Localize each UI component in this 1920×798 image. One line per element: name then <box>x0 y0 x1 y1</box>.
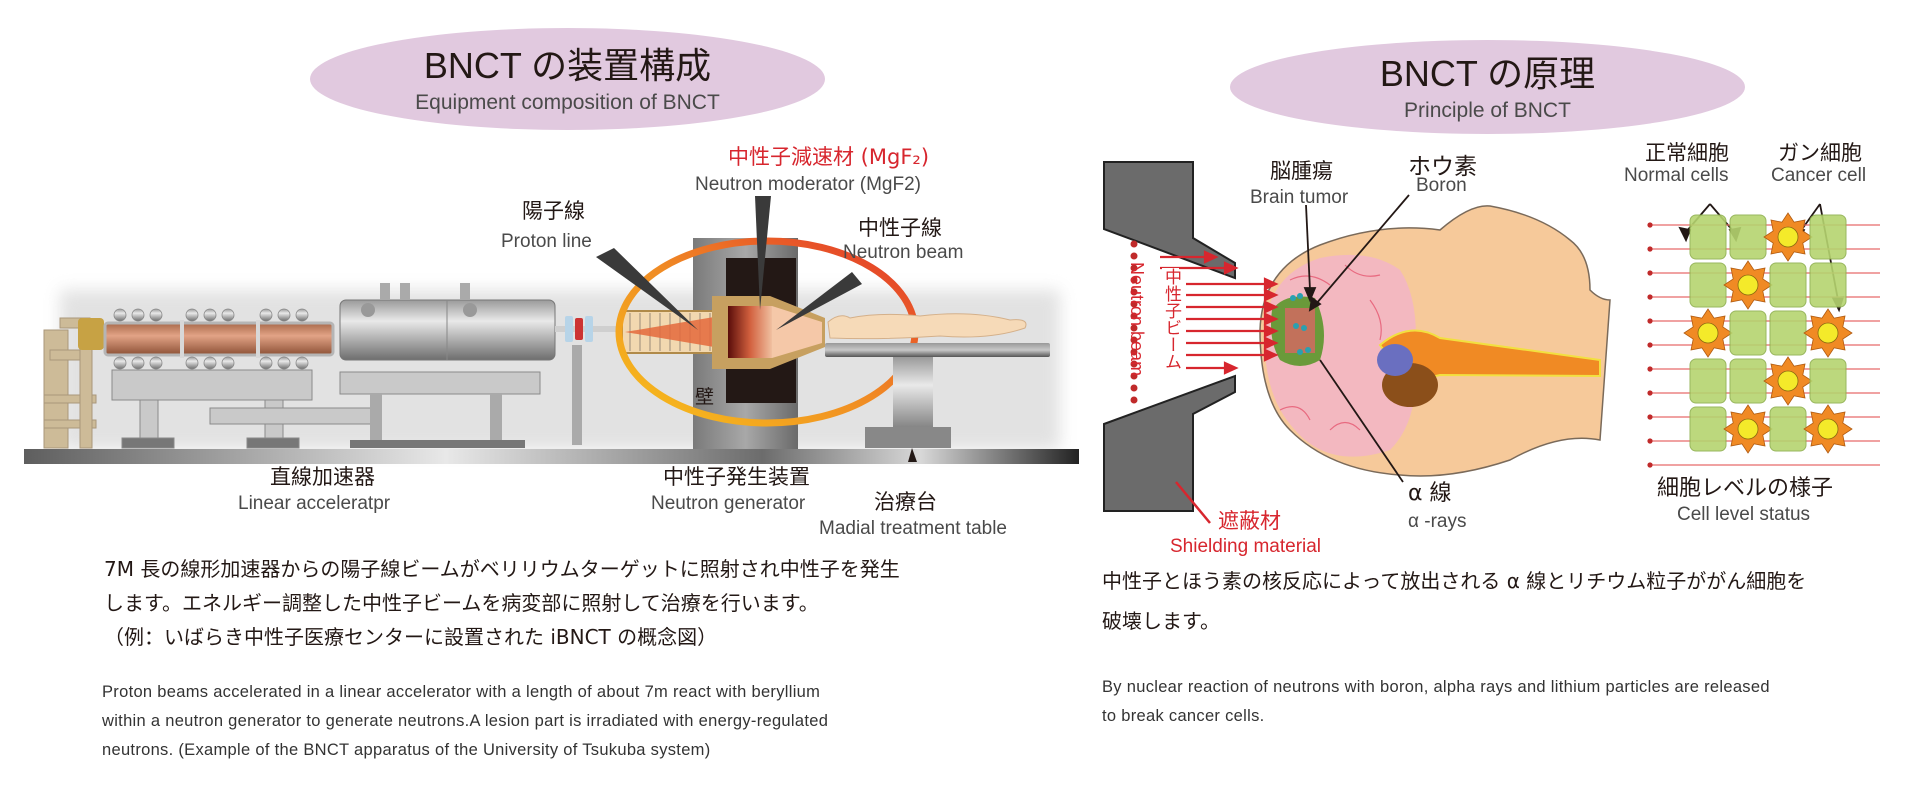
cancer-cell-nucleus <box>1777 226 1799 248</box>
left-header-subtitle: Equipment composition of BNCT <box>415 91 720 114</box>
normal-cells-label-en: Normal cells <box>1624 165 1729 186</box>
shielding-label-jp: 遮蔽材 <box>1218 509 1281 533</box>
brain-tumor-label-en: Brain tumor <box>1250 187 1349 208</box>
normal-cell <box>1809 214 1847 260</box>
normal-cell <box>1689 214 1727 260</box>
right-description-jp: 中性子とほう素の核反応によって放出される α 線とリチウム粒子ががん細胞を 破壊… <box>1102 561 1806 641</box>
left-description-jp-line: します。エネルギー調整した中性子ビームを病変部に照射して治療を行います。 <box>104 591 819 615</box>
normal-cell <box>1809 358 1847 404</box>
cancer-cell-nucleus <box>1777 370 1799 392</box>
neutron-beam-pointer <box>776 272 862 330</box>
proton-line-label-en: Proton line <box>501 231 592 252</box>
linear-accelerator-label-jp: 直線加速器 <box>270 465 375 489</box>
cell-beam-dot <box>1647 438 1653 444</box>
floor <box>24 449 1079 464</box>
beam-magnets <box>565 316 593 445</box>
cell-level-label-jp: 細胞レベルの様子 <box>1657 476 1834 501</box>
cell-beam-dot <box>1647 270 1653 276</box>
left-description-en-line: within a neutron generator to generate n… <box>102 712 829 730</box>
left-description-jp-line: （例：いばらき中性子医療センターに設置された iBNCT の概念図） <box>104 625 718 649</box>
right-description-en-line: to break cancer cells. <box>1102 707 1265 725</box>
moderator-pointer <box>755 196 771 310</box>
cell-beam-dot <box>1647 246 1653 252</box>
cancer-cell-label-en: Cancer cell <box>1771 165 1867 186</box>
normal-cell <box>1729 358 1767 404</box>
wall-label: 壁 <box>695 386 715 408</box>
normal-cell <box>1769 262 1807 308</box>
left-description-en-line: neutrons. (Example of the BNCT apparatus… <box>102 741 711 759</box>
shield-upper <box>1103 161 1236 280</box>
boron-label-jp: ホウ素 <box>1408 154 1477 180</box>
cell-beam-dot <box>1647 342 1653 348</box>
cancer-cell-nucleus <box>1737 418 1759 440</box>
right-header-title: BNCT の原理 <box>1379 53 1596 94</box>
proton-line-label-jp: 陽子線 <box>522 199 585 223</box>
boron-label-en: Boron <box>1416 175 1467 196</box>
normal-cells-label-jp: 正常細胞 <box>1645 141 1729 165</box>
treatment-table-label-en: Madial treatment table <box>819 518 1007 539</box>
neutron-generator-label-jp: 中性子発生装置 <box>663 465 810 489</box>
cell-level-label-en: Cell level status <box>1677 504 1811 525</box>
alpha-rays-label-en: α -rays <box>1408 511 1467 532</box>
linear-accelerator-label-en: Linear acceleratpr <box>238 493 391 514</box>
neutron-beam-label-jp: 中性子線 <box>858 216 942 240</box>
cell-beam-dot <box>1647 318 1653 324</box>
left-description-jp-line: 7M 長の線形加速器からの陽子線ビームがベリリウムターゲットに照射され中性子を発… <box>104 557 900 581</box>
left-description-en: Proton beams accelerated in a linear acc… <box>102 678 828 765</box>
ion-source <box>43 317 97 449</box>
cancer-cell-nucleus <box>1697 322 1719 344</box>
right-header-subtitle: Principle of BNCT <box>1404 99 1571 122</box>
normal-cell <box>1729 310 1767 356</box>
neutron-beam-vertical-en: Neutron beam <box>1127 262 1147 377</box>
cell-beam-dot <box>1647 222 1653 228</box>
treatment-table-label-jp: 治療台 <box>874 490 937 514</box>
cancer-cell-nucleus <box>1737 274 1759 296</box>
normal-cell <box>1729 214 1767 260</box>
linac-tanks <box>103 320 335 358</box>
left-header-title: BNCT の装置構成 <box>423 45 712 86</box>
proton-pointer <box>596 248 698 330</box>
left-description-jp: 7M 長の線形加速器からの陽子線ビームがベリリウムターゲットに照射され中性子を発… <box>104 552 900 654</box>
treatment-table <box>825 343 1050 448</box>
normal-cell <box>1689 358 1727 404</box>
normal-cell <box>1769 406 1807 452</box>
shield-lower <box>1103 374 1236 512</box>
normal-cell <box>1689 406 1727 452</box>
right-description-en-line: By nuclear reaction of neutrons with bor… <box>1102 678 1770 696</box>
shielding-pointer <box>1175 481 1211 524</box>
right-description-jp-line: 中性子とほう素の核反応によって放出される α 線とリチウム粒子ががん細胞を <box>1102 569 1807 593</box>
left-description-en-line: Proton beams accelerated in a linear acc… <box>102 683 821 701</box>
cell-beam-dot <box>1647 414 1653 420</box>
neutron-beam-label-en: Neutron beam <box>843 242 964 263</box>
cancer-cell-nucleus <box>1817 322 1839 344</box>
quadrupole-knobs <box>113 308 309 370</box>
patient <box>827 313 1027 340</box>
moderator-label-en: Neutron moderator (MgF2) <box>695 174 921 195</box>
cell-beam-dot <box>1647 366 1653 372</box>
normal-cell <box>1689 262 1727 308</box>
cell-beam-dot <box>1647 390 1653 396</box>
cell-grid <box>1647 212 1880 468</box>
neutron-beam-vertical-jp: 中性子ビーム <box>1161 268 1181 370</box>
drift-tube-tanks <box>339 283 556 448</box>
cell-beam-dot <box>1647 462 1653 468</box>
cell-beam-dot <box>1647 294 1653 300</box>
right-header-ellipse: BNCT の原理 Principle of BNCT <box>1230 40 1745 134</box>
normal-cell <box>1769 310 1807 356</box>
neutron-arrows <box>1160 250 1279 375</box>
right-description-jp-line: 破壊します。 <box>1102 609 1220 633</box>
shielding-label-en: Shielding material <box>1170 536 1322 557</box>
table-pointer <box>908 448 917 462</box>
left-header-ellipse: BNCT の装置構成 Equipment composition of BNCT <box>310 28 825 130</box>
neutron-generator-label-en: Neutron generator <box>651 493 806 514</box>
cancer-cell-nucleus <box>1817 418 1839 440</box>
cancer-cell-label-jp: ガン細胞 <box>1778 141 1862 165</box>
moderator-label-jp: 中性子減速材 (MgF₂) <box>728 145 930 169</box>
brain-tumor-label-jp: 脳腫瘍 <box>1270 159 1333 183</box>
neutron-dots <box>1130 240 1138 404</box>
normal-cell <box>1809 262 1847 308</box>
alpha-rays-label-jp: α 線 <box>1408 481 1452 506</box>
right-description-en: By nuclear reaction of neutrons with bor… <box>1102 673 1770 731</box>
